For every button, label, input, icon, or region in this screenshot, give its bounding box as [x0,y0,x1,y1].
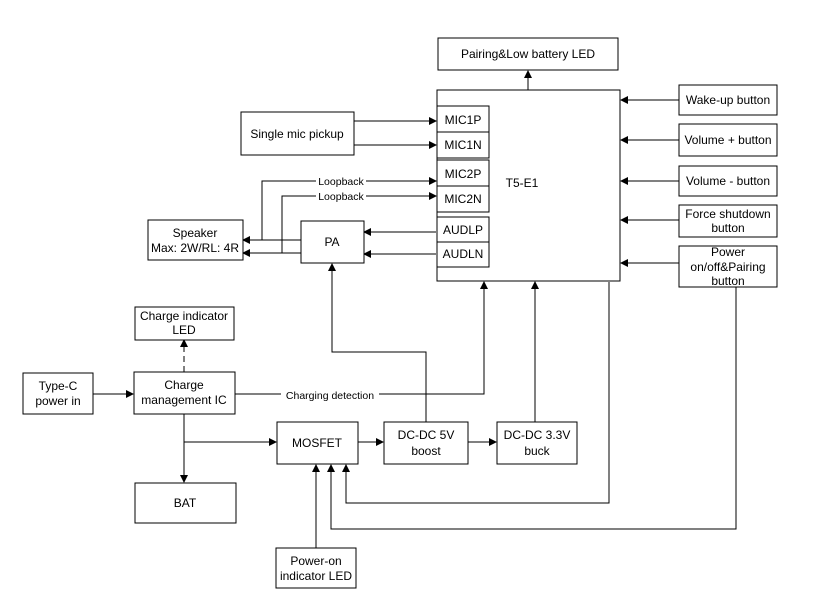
wake-button-label: Wake-up button [686,93,770,107]
speaker-block: Speaker Max: 2W/RL: 4R [147,219,244,261]
boost-block: DC-DC 5V boost [383,421,469,465]
mosfet-label: MOSFET [292,436,343,450]
typec-block: Type-C power in [22,372,94,415]
force-shutdown-label-2: button [711,221,744,235]
force-shutdown-button-block: Force shutdown button [678,204,778,238]
vol-up-button-label: Volume + button [684,133,771,147]
charge-led-block: Charge indicator LED [134,306,235,341]
loopback-line-2 [281,192,437,253]
pin-mic2n: MIC2N [444,192,481,206]
speaker-label: Speaker [173,226,218,240]
boost-label-1: DC-DC 5V [398,428,455,442]
pin-audln: AUDLN [443,247,484,261]
bat-label: BAT [174,496,197,510]
buck-label-1: DC-DC 3.3V [504,428,571,442]
chip-block: T5-E1 MIC1P MIC1N MIC2P MIC2N AUDLP AUDL… [436,89,621,282]
buck-label-2: buck [524,444,550,458]
vol-down-button-block: Volume - button [678,165,778,197]
power-button-label-2: on/off&Pairing [690,260,765,274]
loopback-line-1 [261,177,437,240]
power-button-label-3: button [711,274,744,288]
boost-to-pa-line [328,263,427,422]
power-led-block: Power-on indicator LED [275,547,357,589]
power-button-block: Power on/off&Pairing button [678,245,778,288]
line-labels: Loopback Loopback Charging detection [281,175,379,402]
charge-led-label-2: LED [172,323,196,337]
charge-ic-label-2: management IC [141,393,227,407]
chip-to-mosfet-line [342,282,610,504]
power-button-label-1: Power [711,245,745,259]
charging-detection-label: Charging detection [286,390,374,402]
charge-led-label-1: Charge indicator [140,309,228,323]
boost-label-2: boost [411,444,441,458]
pairing-led-label: Pairing&Low battery LED [461,47,595,61]
force-shutdown-label-1: Force shutdown [685,207,770,221]
mic-pickup-label: Single mic pickup [250,127,344,141]
pairing-led-block: Pairing&Low battery LED [437,37,619,71]
vol-up-button-block: Volume + button [678,123,778,157]
pin-mic1n: MIC1N [444,138,481,152]
connections [93,70,737,548]
mosfet-block: MOSFET [276,421,359,465]
pa-block: PA [300,220,365,264]
wake-button-block: Wake-up button [678,84,778,116]
pin-mic2p: MIC2P [445,167,482,181]
loopback-label-2: Loopback [318,191,364,203]
power-led-label-2: indicator LED [280,569,352,583]
speaker-spec: Max: 2W/RL: 4R [151,241,239,255]
charging-detection-line [235,281,488,395]
mic-pickup-block: Single mic pickup [240,111,355,156]
charge-ic-label-1: Charge [164,378,204,392]
typec-label-1: Type-C [39,379,78,393]
bat-block: BAT [134,482,237,524]
typec-label-2: power in [35,394,80,408]
loopback-label-1: Loopback [318,176,364,188]
power-led-label-1: Power-on [290,554,341,568]
charge-ic-block: Charge management IC [133,371,236,415]
pin-mic1p: MIC1P [445,113,482,127]
vol-down-button-label: Volume - button [686,174,770,188]
chip-label: T5-E1 [506,176,539,190]
pin-audlp: AUDLP [443,223,483,237]
buck-block: DC-DC 3.3V buck [496,421,578,465]
pa-label: PA [324,235,339,249]
power-button-to-mosfet-line [327,287,737,530]
